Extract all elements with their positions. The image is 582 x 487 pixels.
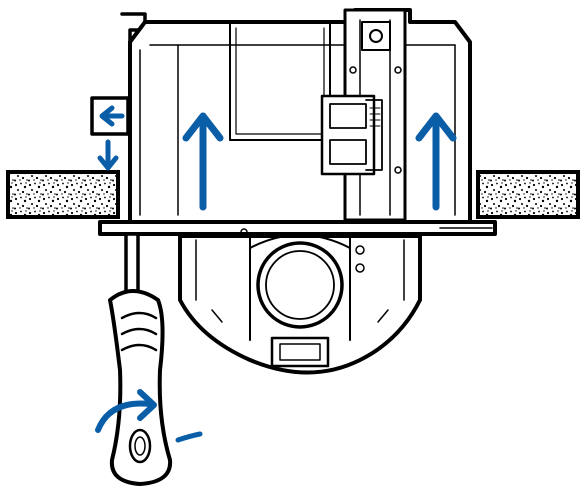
ceiling-tile-left [6, 170, 120, 219]
arrow-up-icon [415, 112, 457, 211]
ceiling-tile-right [476, 170, 580, 219]
arrow-down-icon [97, 139, 119, 171]
camera-module [178, 228, 422, 375]
arrow-up-left-icon [99, 105, 125, 127]
camera-housing [128, 8, 472, 224]
trim-ring [98, 220, 497, 236]
rotate-clockwise-icon [95, 389, 203, 443]
screwdriver-icon [108, 232, 173, 486]
arrow-up-icon [182, 112, 224, 211]
